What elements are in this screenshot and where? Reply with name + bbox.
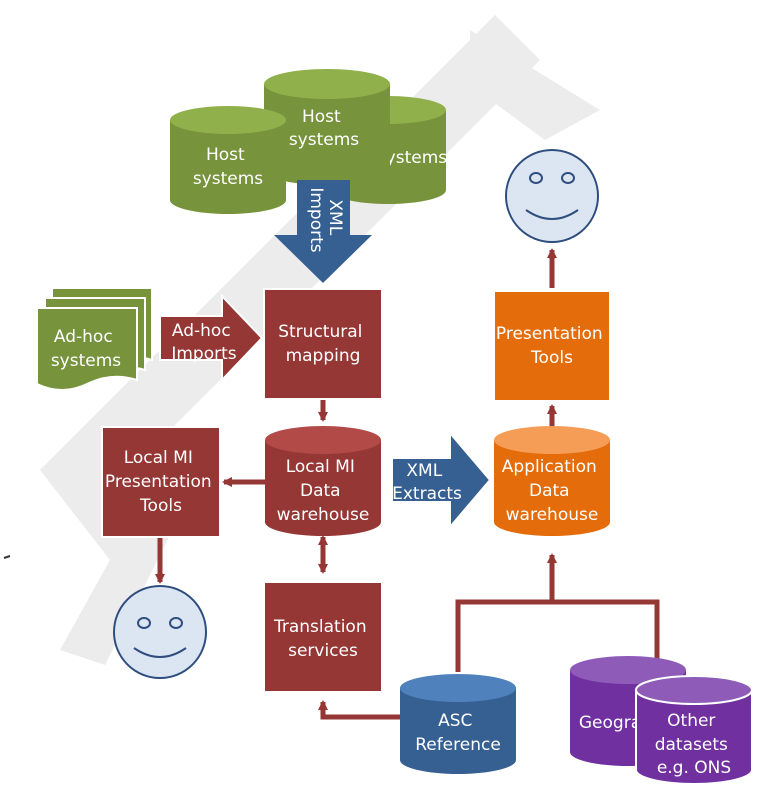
presentation-tools-label-1: Presentation — [496, 324, 603, 344]
local-mi-presentation-label-2: Presentation — [105, 472, 212, 492]
local-mi-data-warehouse: Local MI Data warehouse — [265, 426, 381, 536]
svg-text:systems: systems — [377, 148, 447, 168]
application-warehouse-label-1: Application — [502, 457, 597, 477]
adhoc-systems-label-2: systems — [51, 351, 121, 371]
adhoc-imports-arrow: Ad-hoc Imports — [159, 293, 264, 383]
svg-text:Local MI Presentation: Local MI Presentation Tools — [105, 448, 217, 516]
local-mi-presentation-label-3: Tools — [139, 496, 182, 516]
smiley-face-top-icon — [505, 149, 599, 243]
host-systems-center: Host systems — [264, 69, 390, 185]
asc-reference-label-2: Reference — [415, 735, 501, 755]
svg-text:Application Data w: Application Data warehouse — [502, 457, 602, 525]
xml-imports-label-2: Imports — [306, 187, 326, 252]
xml-extracts-label-2: Extracts — [392, 484, 462, 504]
host-systems-back-label: systems — [377, 148, 447, 168]
xml-imports-label-1: XML — [325, 199, 345, 235]
other-datasets-label-1: Other — [667, 711, 715, 731]
svg-text:ASC Reference: ASC Reference — [415, 711, 501, 755]
presentation-tools-box: Presentation Tools — [493, 290, 611, 402]
other-datasets: Other datasets e.g. ONS — [635, 675, 753, 785]
local-mi-warehouse-label-3: warehouse — [277, 505, 370, 525]
svg-text:Translation services: Translation services — [273, 617, 372, 661]
host-systems-front-left: Host systems — [170, 106, 286, 214]
other-datasets-label-3: e.g. ONS — [657, 758, 731, 778]
local-mi-warehouse-label-2: Data — [300, 481, 341, 501]
reference-feeds-line — [455, 599, 660, 672]
svg-text:Local MI Data ware: Local MI Data warehouse — [277, 457, 370, 525]
svg-text:XML Imports: XML Imports — [306, 187, 345, 252]
structural-mapping-box: Structural mapping — [263, 288, 383, 400]
host-systems-center-label-2: systems — [289, 130, 359, 150]
xml-imports-arrow: XML Imports — [274, 180, 372, 283]
svg-text:Structural mapping: Structural mapping — [278, 322, 368, 366]
xml-extracts-arrow: XML Extracts — [391, 430, 492, 530]
local-mi-presentation-tools-box: Local MI Presentation Tools — [101, 426, 221, 538]
svg-text:Ad-hoc systems: Ad-hoc systems — [51, 327, 121, 371]
application-warehouse-label-3: warehouse — [506, 505, 599, 525]
edge-mark — [3, 555, 11, 559]
translation-services-label-1: Translation — [273, 617, 367, 637]
presentation-tools-label-2: Tools — [530, 348, 573, 368]
structural-mapping-label-1: Structural — [278, 322, 362, 342]
svg-text:Host systems: Host systems — [193, 145, 263, 189]
local-mi-presentation-label-1: Local MI — [124, 448, 193, 468]
application-data-warehouse: Application Data warehouse — [494, 426, 610, 536]
smiley-face-bottom-icon — [113, 585, 207, 679]
local-mi-warehouse-label-1: Local MI — [286, 457, 355, 477]
host-systems-front-label-1: Host — [206, 145, 245, 165]
svg-text:Ad-hoc Imports: Ad-hoc Imports — [171, 321, 236, 364]
adhoc-systems-label-1: Ad-hoc — [54, 327, 113, 347]
xml-extracts-label-1: XML — [406, 461, 442, 481]
svg-text:Other datasets e.g: Other datasets e.g. ONS — [655, 711, 734, 778]
svg-text:Presentation Tools: Presentation Tools — [496, 324, 608, 368]
application-warehouse-label-2: Data — [529, 481, 570, 501]
asc-reference-label-1: ASC — [438, 711, 472, 731]
svg-text:Host systems: Host systems — [289, 107, 359, 150]
svg-text:Geogra: Geogra — [579, 713, 641, 733]
asc-reference: ASC Reference — [400, 674, 516, 774]
translation-services-box: Translation services — [263, 581, 383, 693]
svg-text:XML Extracts: XML Extracts — [392, 461, 462, 504]
geography-label: Geogra — [579, 713, 641, 733]
host-systems-center-label-1: Host — [302, 107, 341, 127]
asc-to-translation-arrow — [318, 700, 400, 720]
adhoc-systems: Ad-hoc systems — [36, 287, 153, 391]
connectors — [155, 248, 660, 720]
structural-mapping-label-2: mapping — [286, 346, 361, 366]
adhoc-imports-label-2: Imports — [171, 344, 236, 364]
other-datasets-label-2: datasets — [655, 735, 728, 755]
host-systems-front-label-2: systems — [193, 169, 263, 189]
translation-services-label-2: services — [288, 641, 358, 661]
adhoc-imports-label-1: Ad-hoc — [172, 321, 231, 341]
